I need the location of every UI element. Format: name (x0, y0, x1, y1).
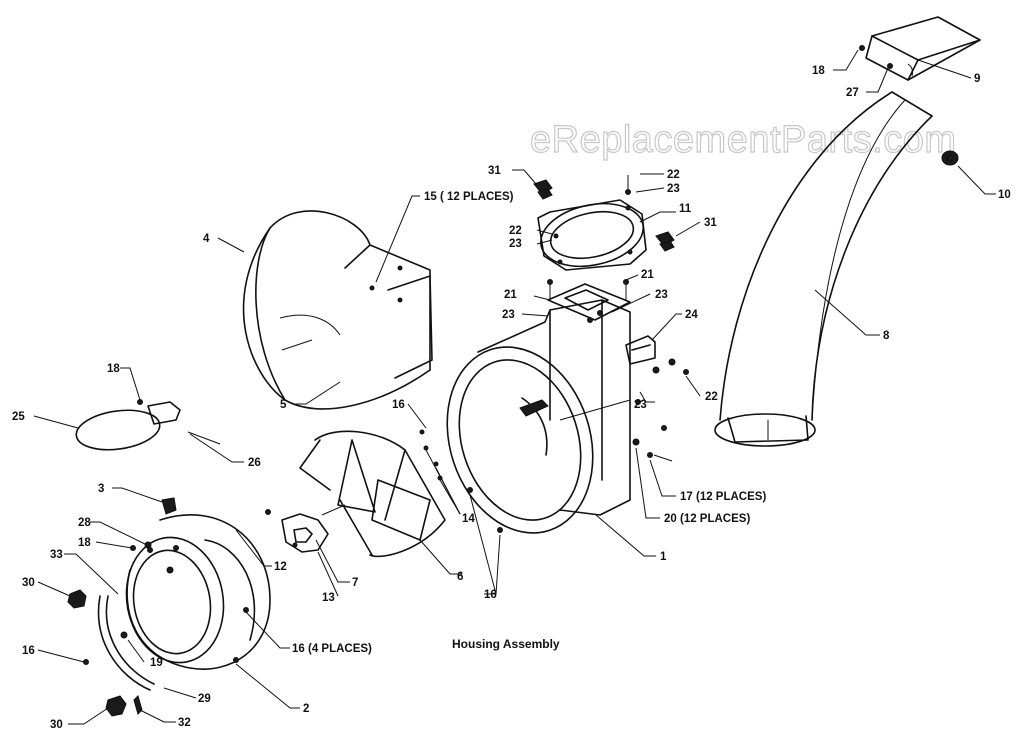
hardware-22-23-top (625, 175, 631, 195)
callout-19: 19 (150, 657, 163, 669)
callout-16-left: 16 (22, 645, 35, 657)
callout-27: 27 (846, 87, 859, 99)
part-9-deflector (859, 16, 981, 81)
callout-8: 8 (883, 330, 890, 342)
callout-17: 17 (12 PLACES) (680, 491, 766, 503)
callout-30-top: 30 (22, 577, 35, 589)
leader-lines (33, 49, 996, 725)
part-8-discharge-chute (714, 91, 933, 447)
callout-15: 15 ( 12 PLACES) (424, 191, 514, 203)
part-2-front-plate (125, 514, 271, 670)
callout-2: 2 (303, 703, 309, 715)
diagram-caption: Housing Assembly (452, 637, 560, 651)
callout-23-top: 23 (667, 183, 680, 195)
part-30-knob-bottom (105, 695, 127, 717)
callout-16-4places: 16 (4 PLACES) (292, 643, 372, 655)
callout-23-left: 23 (509, 238, 522, 250)
callout-9: 9 (974, 73, 980, 85)
callout-31-top: 31 (488, 165, 501, 177)
callout-29: 29 (198, 693, 211, 705)
part-3-latch (161, 497, 177, 515)
callout-25: 25 (12, 411, 25, 423)
callout-16-bottom: 16 (484, 589, 497, 601)
part-31-clamp-left (533, 179, 553, 200)
hardware-17-20 (632, 399, 673, 462)
part-31-clamp-right (655, 231, 675, 252)
callout-22-lower: 22 (705, 391, 718, 403)
part-10-knob (941, 150, 959, 166)
callout-20: 20 (12 PLACES) (664, 513, 750, 525)
callout-5: 5 (280, 399, 287, 411)
callout-32: 32 (178, 717, 191, 729)
part-24-bracket (625, 335, 689, 375)
callout-18-left: 18 (107, 363, 120, 375)
callout-21-right: 21 (641, 269, 654, 281)
callout-28: 28 (78, 517, 91, 529)
part-30-knob-top (67, 589, 87, 609)
callout-16-top: 16 (392, 399, 405, 411)
callout-labels: 18 27 9 10 8 31 22 23 11 22 23 31 15 ( 1… (12, 65, 1011, 731)
callout-7: 7 (352, 577, 358, 589)
callout-4: 4 (203, 233, 210, 245)
callout-21-left: 21 (504, 289, 517, 301)
callout-18-top: 18 (812, 65, 825, 77)
watermark: eReplacementParts.com (530, 119, 957, 161)
part-6-impeller (299, 429, 446, 558)
callout-6: 6 (457, 571, 463, 583)
part-33-band (97, 595, 155, 691)
callout-23-mid-left: 23 (502, 309, 515, 321)
callout-18-lower: 18 (78, 537, 91, 549)
callout-23-mid-right: 23 (655, 289, 668, 301)
small-fasteners (83, 487, 503, 665)
part-11-chute-ring (537, 199, 647, 271)
callout-3: 3 (98, 483, 104, 495)
part-7-hub (281, 504, 346, 553)
callout-22-left: 22 (509, 225, 522, 237)
callout-23-lower: 23 (634, 399, 647, 411)
callout-10: 10 (998, 189, 1011, 201)
part-1-blower-housing (446, 299, 631, 534)
callout-26: 26 (248, 457, 261, 469)
callout-31-right: 31 (704, 217, 717, 229)
callout-1: 1 (660, 551, 667, 563)
callout-33: 33 (50, 549, 63, 561)
callout-22-top: 22 (667, 169, 680, 181)
callout-30-bottom: 30 (50, 719, 63, 731)
callout-13: 13 (322, 592, 335, 604)
part-21-adapter (547, 279, 631, 323)
callout-12: 12 (274, 561, 287, 573)
callout-14: 14 (462, 513, 475, 525)
part-4-housing-wrap (242, 210, 433, 410)
part-32-pin (133, 695, 143, 715)
callout-24: 24 (685, 309, 698, 321)
callout-11: 11 (679, 203, 692, 215)
part-25-cover-plate (75, 399, 221, 451)
